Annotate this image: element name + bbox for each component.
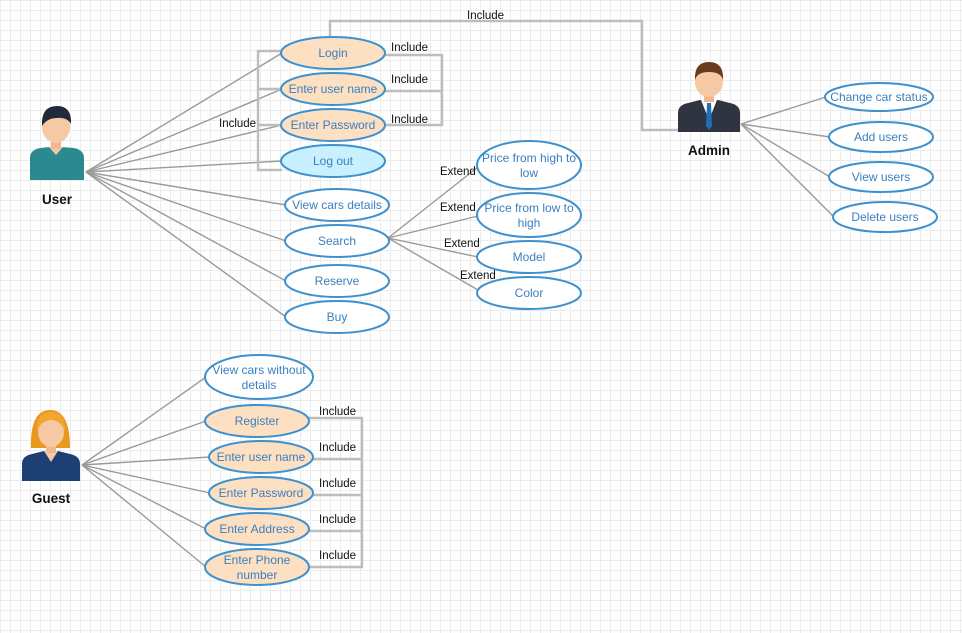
include-label: Include [319, 406, 356, 418]
include-label: Include [467, 10, 504, 22]
include-label: Include [391, 114, 428, 126]
usecase-label: View cars details [292, 198, 382, 212]
actor-name: Admin [688, 143, 730, 158]
relation-labels: Include Include Include Include Include … [219, 10, 504, 562]
usecase-change-car-status[interactable]: Change car status [824, 82, 934, 112]
usecase-buy[interactable]: Buy [284, 300, 390, 334]
association-lines [81, 52, 835, 568]
usecase-color[interactable]: Color [476, 276, 582, 310]
usecase-label: Price from low to [484, 201, 574, 215]
usecase-register[interactable]: Register [204, 404, 310, 438]
usecase-enter-user-name[interactable]: Enter user name [280, 72, 386, 106]
usecase-label: Enter Password [291, 118, 376, 132]
use-cases: Login Enter user name Enter Password Log… [204, 36, 938, 586]
usecase-label: Enter Address [219, 522, 294, 536]
usecase-label: Register [235, 414, 280, 428]
usecase-label: Login [318, 46, 347, 60]
usecase-label: Reserve [315, 274, 360, 288]
include-label: Include [319, 442, 356, 454]
usecase-label: Search [318, 234, 356, 248]
include-label: Include [319, 550, 356, 562]
usecase-label: Delete users [851, 210, 918, 224]
usecase-label: View users [852, 170, 910, 184]
actor-name: Guest [32, 491, 71, 506]
actor-name: User [42, 192, 73, 207]
usecase-price-low-to-high[interactable]: Price from low to high [476, 192, 582, 238]
usecase-label: Price from high to [482, 151, 576, 165]
actor-admin[interactable]: Admin [678, 62, 740, 158]
usecase-log-out[interactable]: Log out [280, 144, 386, 178]
extend-label: Extend [444, 238, 480, 250]
usecase-label: Enter user name [217, 450, 306, 464]
extend-label: Extend [440, 202, 476, 214]
include-label: Include [219, 118, 256, 130]
usecase-view-users[interactable]: View users [828, 161, 934, 193]
actor-user[interactable]: User [30, 106, 84, 207]
guest-avatar-icon [22, 410, 80, 481]
usecase-delete-users[interactable]: Delete users [832, 201, 938, 233]
usecase-view-cars-without-details[interactable]: View cars without details [204, 354, 314, 400]
usecase-view-cars-details[interactable]: View cars details [284, 188, 390, 222]
usecase-enter-address[interactable]: Enter Address [204, 512, 310, 546]
actor-guest[interactable]: Guest [22, 410, 80, 506]
admin-avatar-icon [678, 62, 740, 132]
usecase-label: Change car status [830, 90, 927, 104]
usecase-label: Log out [313, 154, 354, 168]
include-label: Include [391, 74, 428, 86]
usecase-label: Color [515, 286, 544, 300]
usecase-label: Add users [854, 130, 908, 144]
usecase-enter-password[interactable]: Enter Password [280, 108, 386, 142]
usecase-enter-phone-number[interactable]: Enter Phone number [204, 548, 310, 586]
usecase-label: high [518, 216, 541, 230]
usecase-model[interactable]: Model [476, 240, 582, 274]
usecase-add-users[interactable]: Add users [828, 121, 934, 153]
usecase-label: low [520, 166, 538, 180]
include-label: Include [391, 42, 428, 54]
usecase-search[interactable]: Search [284, 224, 390, 258]
usecase-label: View cars without [212, 363, 306, 377]
usecase-label: Model [513, 250, 546, 264]
usecase-label: details [242, 378, 277, 392]
usecase-label: number [237, 568, 278, 582]
usecase-label: Enter Password [219, 486, 304, 500]
usecase-reserve[interactable]: Reserve [284, 264, 390, 298]
extend-label: Extend [440, 166, 476, 178]
user-avatar-icon [30, 106, 84, 180]
extend-label: Extend [460, 270, 496, 282]
include-label: Include [319, 514, 356, 526]
include-connectors [256, 19, 678, 569]
usecase-price-high-to-low[interactable]: Price from high to low [476, 140, 582, 190]
usecase-label: Enter user name [289, 82, 378, 96]
usecase-label: Enter Phone [224, 553, 291, 567]
usecase-label: Buy [327, 310, 348, 324]
usecase-guest-enter-password[interactable]: Enter Password [208, 476, 314, 510]
usecase-guest-enter-user-name[interactable]: Enter user name [208, 440, 314, 474]
usecase-login[interactable]: Login [280, 36, 386, 70]
include-label: Include [319, 478, 356, 490]
